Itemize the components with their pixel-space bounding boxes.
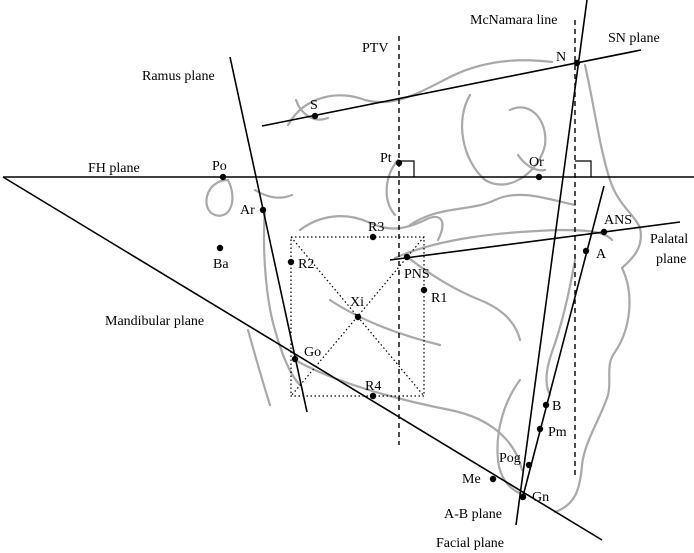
- cranial-base-trace: [286, 59, 554, 127]
- xi-diagonal-2: [290, 236, 425, 397]
- landmark-labels: N S Pt Po Or Ar Ba R3 ANS A PNS R1 R2 Xi…: [212, 50, 632, 505]
- label-Pt: Pt: [380, 151, 392, 166]
- point-Gn: [519, 493, 527, 501]
- lower-lip-trace: [553, 393, 610, 514]
- orbit-trace: [460, 93, 547, 186]
- palate-trace: [393, 228, 614, 260]
- label-Po: Po: [212, 159, 227, 174]
- label-ANS: ANS: [604, 213, 632, 228]
- anatomical-tracing: [205, 59, 643, 514]
- point-R4: [369, 392, 377, 400]
- label-Me: Me: [462, 472, 481, 487]
- label-fh-plane: FH plane: [88, 161, 140, 176]
- label-B: B: [552, 399, 561, 414]
- point-Ba: [216, 244, 224, 252]
- ab-plane-line: [521, 185, 605, 501]
- ear-trace: [205, 178, 234, 217]
- point-N: [573, 59, 581, 67]
- nose-trace: [583, 63, 643, 270]
- hyoid-trace: [246, 328, 272, 407]
- plane-labels: McNamara line SN plane PTV Ramus plane F…: [88, 13, 688, 551]
- point-Or: [535, 173, 543, 181]
- point-PNS: [403, 253, 411, 261]
- point-R2: [287, 258, 295, 266]
- landmark-points: [216, 59, 608, 501]
- coronoid-trace: [298, 215, 444, 242]
- label-ptv: PTV: [362, 41, 388, 56]
- label-R2: R2: [298, 257, 314, 272]
- maxilla-trace: [408, 193, 577, 227]
- condyle-trace: [253, 188, 294, 199]
- point-Pog: [525, 461, 533, 469]
- point-Po: [219, 173, 227, 181]
- label-Pog: Pog: [499, 451, 521, 466]
- label-palatal-plane-2: plane: [656, 252, 686, 267]
- point-B: [542, 401, 550, 409]
- point-R3: [369, 233, 377, 241]
- xi-construction-box: [290, 236, 425, 397]
- point-Pm: [536, 425, 544, 433]
- label-facial-plane: Facial plane: [436, 536, 504, 551]
- construction-lines: [2, 0, 694, 541]
- palatal-plane-line: [389, 221, 681, 261]
- point-Xi: [354, 313, 362, 321]
- label-palatal-plane-1: Palatal: [650, 232, 688, 247]
- label-mandibular-plane: Mandibular plane: [105, 314, 204, 329]
- pterygoid-trace: [385, 158, 400, 217]
- label-Gn: Gn: [532, 490, 549, 505]
- label-Ba: Ba: [213, 257, 229, 272]
- facial-plane-line: [515, 0, 588, 526]
- point-Me: [489, 475, 497, 483]
- ramus-trace: [262, 208, 302, 387]
- mandible-lower-border-trace: [293, 358, 524, 472]
- label-R3: R3: [368, 220, 384, 235]
- xi-diagonal-1: [290, 236, 425, 397]
- label-Or: Or: [529, 155, 544, 170]
- ramus-plane-line: [229, 56, 308, 413]
- label-R4: R4: [365, 379, 381, 394]
- molar-trace: [403, 253, 522, 342]
- point-R1: [420, 286, 428, 294]
- label-Ar: Ar: [240, 203, 255, 218]
- label-Pm: Pm: [548, 425, 567, 440]
- label-ramus-plane: Ramus plane: [142, 69, 215, 84]
- point-A: [582, 247, 590, 255]
- label-PNS: PNS: [404, 267, 430, 282]
- label-Xi: Xi: [350, 295, 364, 310]
- upper-lip-trace: [606, 266, 631, 397]
- sella-trace: [294, 98, 330, 121]
- label-ab-plane: A-B plane: [444, 507, 502, 522]
- sn-plane-line: [261, 49, 642, 127]
- right-angle-ptv: [399, 160, 415, 177]
- orbit-trace-2: [516, 153, 547, 172]
- lingual-trace: [328, 298, 442, 347]
- label-Go: Go: [304, 345, 321, 360]
- label-R1: R1: [431, 291, 447, 306]
- point-ANS: [600, 228, 608, 236]
- label-sn-plane: SN plane: [608, 31, 660, 46]
- label-N: N: [556, 50, 566, 65]
- label-S: S: [310, 98, 318, 113]
- point-S: [311, 112, 319, 120]
- symphysis-trace: [496, 378, 527, 497]
- label-mcnamara-line: McNamara line: [470, 13, 557, 28]
- right-angle-mcnamara: [575, 160, 592, 177]
- point-Pt: [395, 159, 403, 167]
- label-A: A: [596, 247, 607, 262]
- point-Go: [291, 355, 299, 363]
- point-Ar: [259, 206, 267, 214]
- incisor-trace: [545, 258, 577, 397]
- mandibular-plane-line: [2, 176, 603, 541]
